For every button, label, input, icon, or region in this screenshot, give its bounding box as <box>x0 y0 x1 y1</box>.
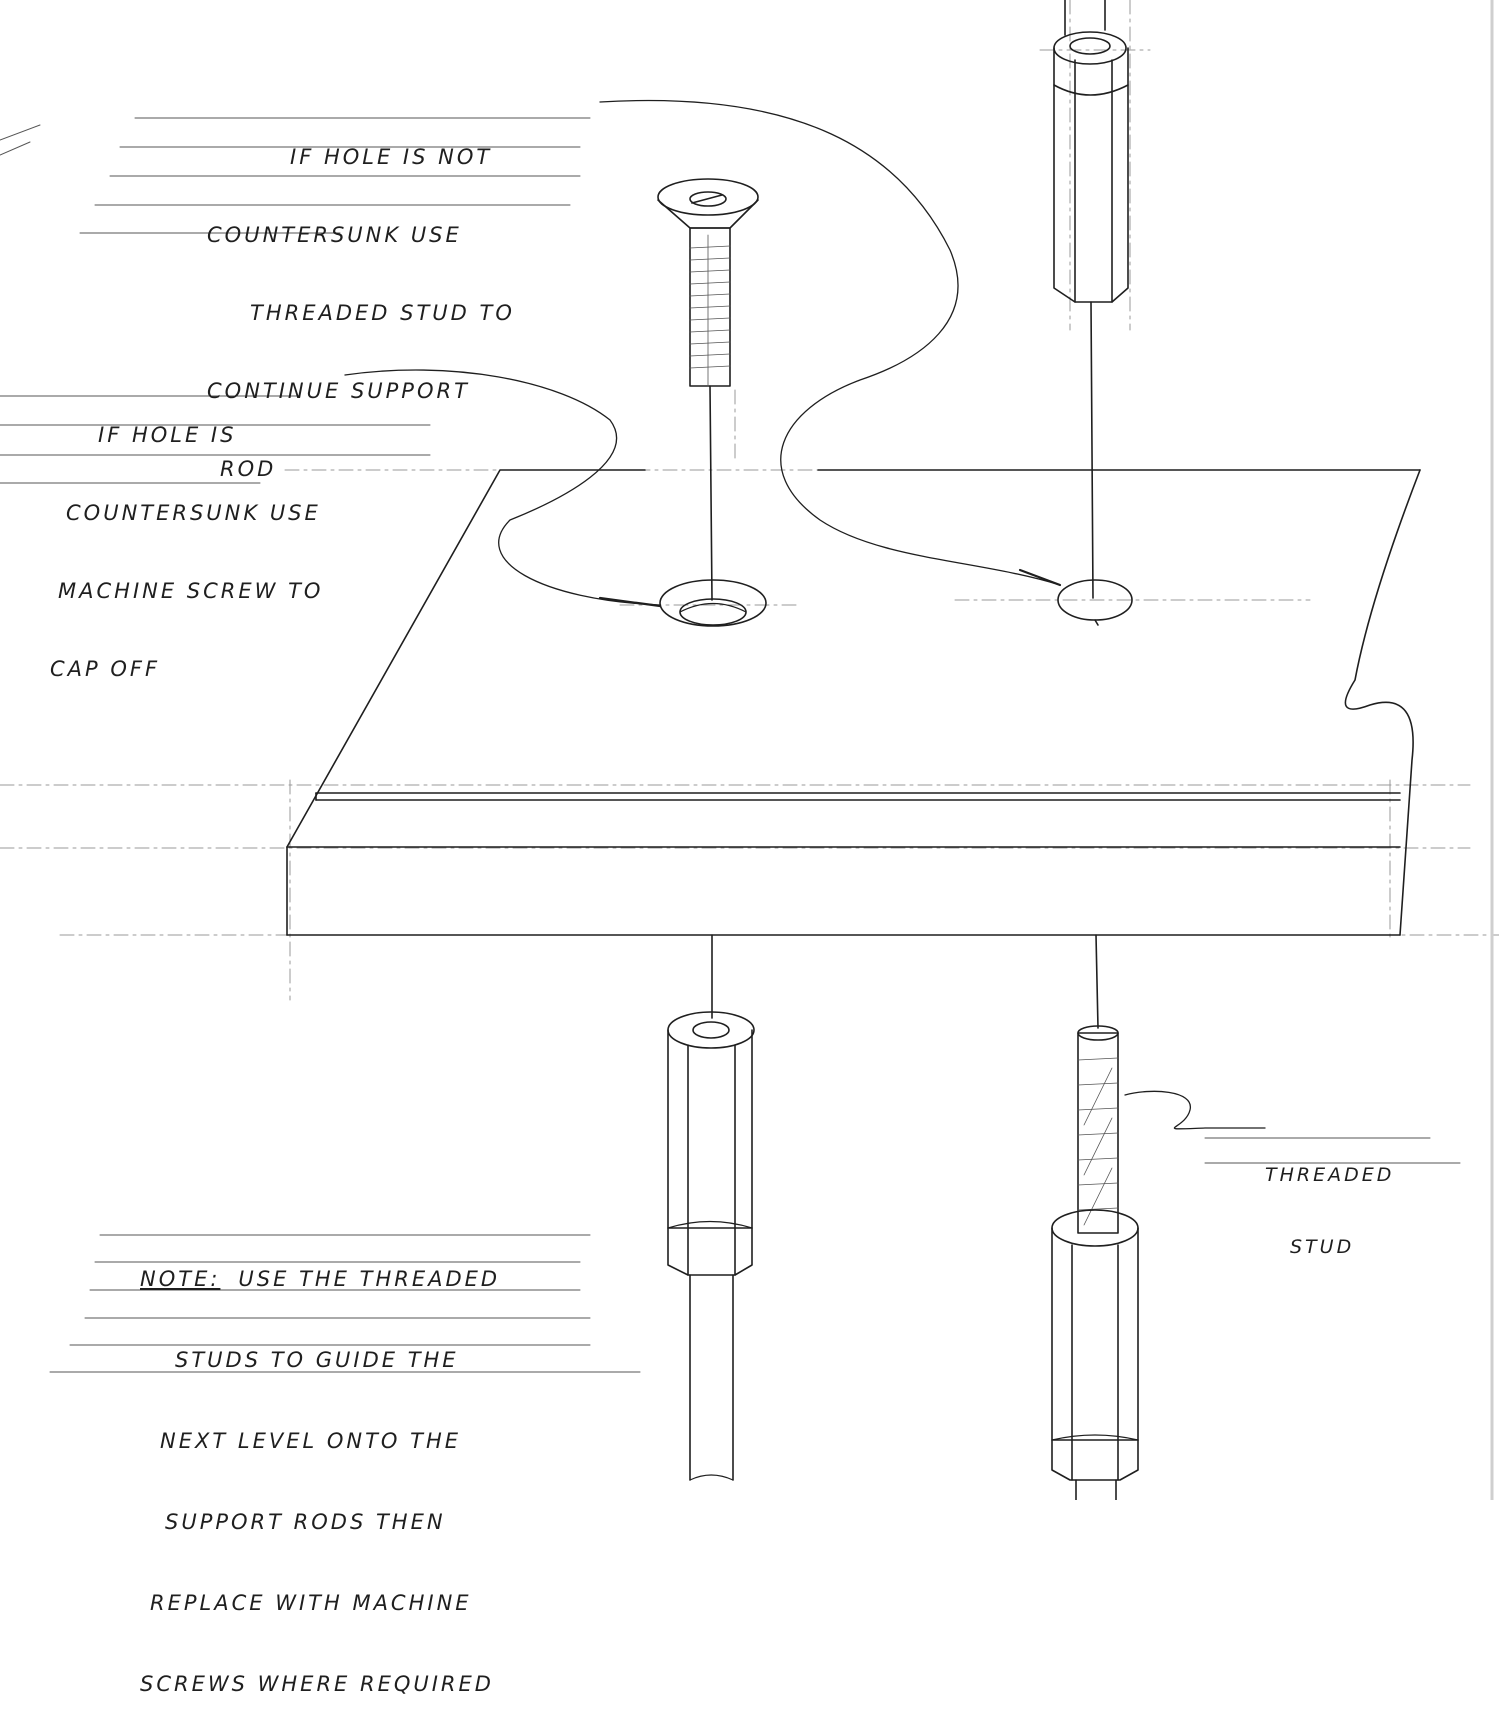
countersunk-hole <box>659 579 767 627</box>
note-line: IF HOLE IS <box>98 423 237 447</box>
assembly-sketch <box>0 0 1499 1500</box>
bottom-left-hex-standoff <box>667 934 755 1481</box>
note-line-first: NOTE: USE THE THREADED <box>140 1266 500 1293</box>
machine-screw-note: IF HOLE IS COUNTERSUNK USE MACHINE SCREW… <box>50 370 323 708</box>
note-line: USE THE THREADED <box>238 1267 501 1291</box>
note-line: MACHINE SCREW TO <box>58 579 324 603</box>
leader-lines <box>344 99 1266 1130</box>
note-line: CAP OFF <box>50 657 161 681</box>
note-line: THREADED <box>1265 1164 1395 1186</box>
note-line: STUDS TO GUIDE THE <box>175 1348 459 1372</box>
note-line: SUPPORT RODS THEN <box>165 1510 446 1534</box>
note-line: CONTINUE SUPPORT <box>207 379 470 403</box>
threaded-stud-note: IF HOLE IS NOT COUNTERSUNK USE THREADED … <box>195 92 515 508</box>
shelf-slab <box>286 469 1421 936</box>
note-line: ROD <box>220 457 277 481</box>
note-line: COUNTERSUNK USE <box>66 501 321 525</box>
general-note: NOTE: USE THE THREADED STUDS TO GUIDE THE… <box>140 1212 500 1725</box>
note-line: SCREWS WHERE REQUIRED <box>140 1672 494 1696</box>
note-heading: NOTE: <box>140 1267 221 1291</box>
machine-screw <box>657 178 759 601</box>
note-guide-lines <box>0 117 1461 1373</box>
note-line: STUD <box>1290 1236 1355 1258</box>
note-line: NEXT LEVEL ONTO THE <box>160 1429 462 1453</box>
note-line: THREADED STUD TO <box>250 301 515 325</box>
top-hex-standoff <box>1053 0 1129 626</box>
threaded-stud-label: THREADED STUD <box>1265 1115 1394 1283</box>
threaded-stud-assembly <box>1051 934 1139 1500</box>
note-line: COUNTERSUNK USE <box>207 223 462 247</box>
note-line: IF HOLE IS NOT <box>290 145 493 169</box>
note-line: REPLACE WITH MACHINE <box>150 1591 472 1615</box>
